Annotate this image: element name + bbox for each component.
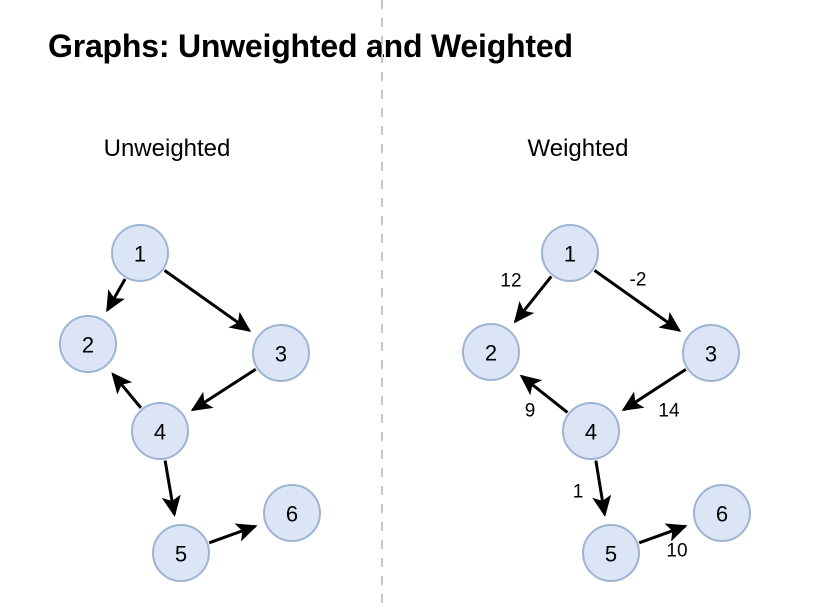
edge-5-to-6 — [208, 523, 258, 545]
edge-4-to-5 — [592, 460, 612, 517]
node-label-1: 1 — [134, 242, 146, 267]
node-label-5: 5 — [605, 542, 617, 567]
edge-3-to-4 — [190, 367, 257, 412]
edge-weight-4-5: 1 — [573, 482, 584, 503]
edge-1-to-3 — [163, 269, 252, 332]
node-3[interactable]: 3 — [682, 324, 740, 382]
panel-label-weighted: Weighted — [527, 135, 629, 162]
node-1[interactable]: 1 — [111, 224, 169, 282]
node-circle-2[interactable] — [59, 315, 117, 373]
node-5[interactable]: 5 — [152, 524, 210, 582]
node-circle-5[interactable] — [152, 524, 210, 582]
node-label-3: 3 — [275, 342, 287, 367]
node-label-5: 5 — [175, 542, 187, 567]
node-circle-5[interactable] — [582, 524, 640, 582]
node-label-2: 2 — [485, 341, 497, 366]
edge-weight-1-2: 12 — [500, 271, 521, 292]
edge-1-to-2 — [513, 275, 553, 324]
node-6[interactable]: 6 — [263, 484, 321, 542]
edge-weight-3-4: 14 — [658, 401, 680, 422]
node-circle-3[interactable] — [682, 324, 740, 382]
edge-4-to-2 — [519, 374, 569, 414]
edge-5-to-6 — [638, 523, 688, 545]
panel-label-unweighted: Unweighted — [103, 135, 231, 162]
node-circle-4[interactable] — [131, 402, 189, 460]
edge-1-to-3 — [593, 269, 682, 332]
node-1[interactable]: 1 — [541, 224, 599, 282]
node-6[interactable]: 6 — [693, 484, 751, 542]
edge-weight-1-3: -2 — [630, 270, 647, 291]
node-circle-1[interactable] — [111, 224, 169, 282]
node-label-1: 1 — [564, 242, 576, 267]
node-circle-3[interactable] — [252, 324, 310, 382]
edge-4-to-2 — [111, 372, 143, 409]
node-circle-6[interactable] — [263, 484, 321, 542]
node-label-4: 4 — [154, 420, 166, 445]
node-label-2: 2 — [82, 333, 94, 358]
edge-weight-4-2: 9 — [525, 401, 536, 422]
node-label-6: 6 — [286, 502, 298, 527]
node-circle-4[interactable] — [562, 402, 620, 460]
node-4[interactable]: 4 — [131, 402, 189, 460]
node-3[interactable]: 3 — [252, 324, 310, 382]
node-circle-1[interactable] — [541, 224, 599, 282]
node-label-3: 3 — [705, 342, 717, 367]
node-label-6: 6 — [716, 502, 728, 527]
node-label-4: 4 — [585, 420, 597, 445]
edge-weight-5-6: 10 — [666, 541, 687, 562]
node-2[interactable]: 2 — [59, 315, 117, 373]
node-circle-2[interactable] — [462, 323, 520, 381]
edge-4-to-5 — [161, 460, 181, 517]
node-circle-6[interactable] — [693, 484, 751, 542]
node-4[interactable]: 4 — [562, 402, 620, 460]
edge-3-to-4 — [621, 368, 687, 412]
page-title: Graphs: Unweighted and Weighted — [48, 28, 573, 64]
node-2[interactable]: 2 — [462, 323, 520, 381]
graph-unweighted: 1 2 3 4 5 6 — [59, 224, 321, 582]
edge-1-to-2 — [106, 278, 127, 313]
node-5[interactable]: 5 — [582, 524, 640, 582]
